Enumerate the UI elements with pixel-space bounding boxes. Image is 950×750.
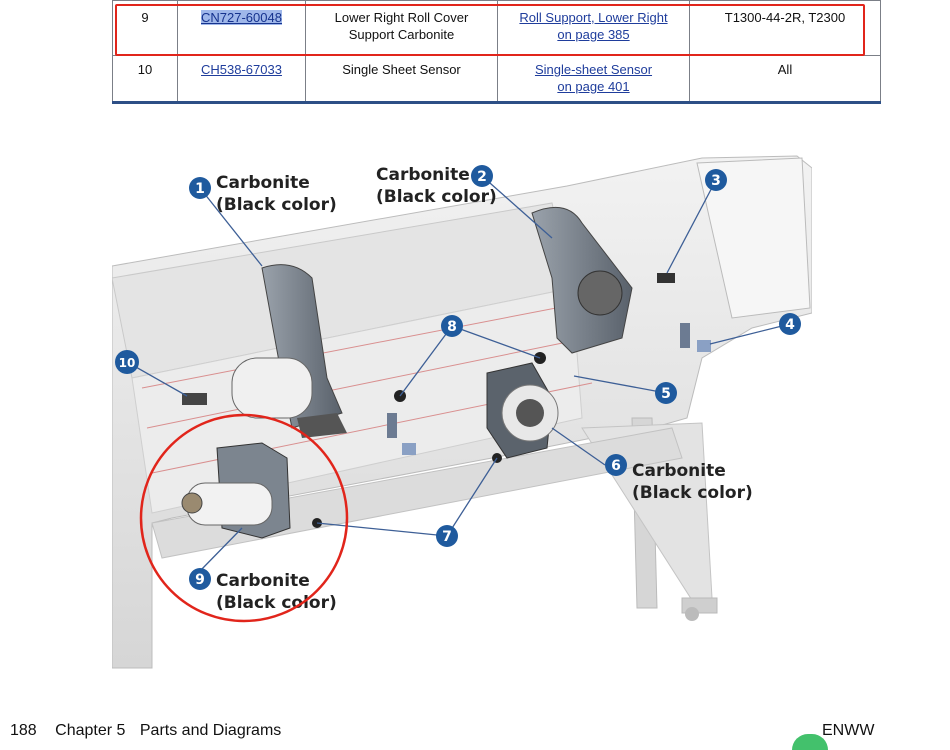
callout-6: 6 (605, 454, 627, 476)
svg-text:10: 10 (119, 356, 136, 370)
part-1-roll-cover-support (231, 264, 347, 438)
svg-text:Carbonite: Carbonite (632, 461, 726, 481)
callout-5: 5 (655, 382, 677, 404)
svg-text:2: 2 (477, 169, 487, 185)
models-cell: All (689, 55, 881, 104)
callout-10: 10 (115, 350, 139, 374)
part-number-cell: CH538-67033 (177, 55, 306, 104)
svg-text:1: 1 (195, 181, 205, 197)
chapter-label: Chapter 5 (55, 722, 126, 739)
label-carbonite-9: Carbonite (Black color) (216, 571, 337, 613)
reference-line: Single-sheet Sensor (534, 62, 653, 77)
reference-link[interactable]: Single-sheet Sensor on page 401 (535, 62, 652, 94)
section-label: Parts and Diagrams (139, 722, 282, 739)
reference-cell: Roll Support, Lower Right on page 385 (497, 0, 690, 56)
models-cell: T1300-44-2R, T2300 (689, 0, 881, 56)
svg-text:5: 5 (661, 386, 671, 402)
svg-text:(Black color): (Black color) (216, 593, 337, 613)
red-circle-annotation (139, 413, 349, 623)
svg-text:4: 4 (785, 317, 795, 333)
description-line: Support Carbonite (348, 27, 455, 42)
svg-text:(Black color): (Black color) (216, 195, 337, 215)
part-number-link[interactable]: CH538-67033 (201, 62, 282, 77)
footer-right-label: ENWW (822, 722, 875, 739)
printer-body (112, 155, 812, 669)
part-2-roll-support (531, 206, 633, 354)
part-number-link[interactable]: CN727-60048 (201, 10, 282, 25)
red-highlight-box (115, 4, 865, 56)
svg-text:6: 6 (611, 458, 621, 474)
svg-text:Carbonite: Carbonite (376, 165, 470, 185)
row-index: 9 (112, 0, 178, 56)
callout-3: 3 (705, 169, 727, 191)
row-index: 10 (112, 55, 178, 104)
svg-text:Carbonite: Carbonite (216, 173, 310, 193)
page-footer: 188 Chapter 5 Parts and Diagrams (10, 722, 281, 740)
reference-line: Roll Support, Lower Right (519, 10, 668, 25)
svg-text:Carbonite: Carbonite (216, 571, 310, 591)
reference-cell: Single-sheet Sensor on page 401 (497, 55, 690, 104)
svg-text:3: 3 (711, 173, 721, 189)
small-parts (182, 273, 711, 528)
reference-line: on page 385 (557, 27, 630, 42)
reference-link[interactable]: Roll Support, Lower Right on page 385 (519, 10, 667, 42)
printer-exploded-diagram: 1 2 3 4 5 6 7 8 9 10 Carbonite (Black co… (112, 155, 812, 669)
svg-text:(Black color): (Black color) (632, 483, 753, 503)
part-6-roll-support (486, 362, 559, 459)
callout-1: 1 (189, 177, 211, 199)
page-number: 188 (10, 722, 37, 739)
label-carbonite-1: Carbonite (Black color) (216, 173, 337, 215)
description-line: Lower Right Roll Cover (334, 10, 469, 25)
callout-9: 9 (189, 568, 211, 590)
callout-7: 7 (436, 525, 458, 547)
callout-2: 2 (471, 165, 493, 187)
svg-text:(Black color): (Black color) (376, 187, 497, 207)
part-9-roll-support-lower-right (181, 442, 291, 539)
reference-line: on page 401 (557, 79, 630, 94)
label-carbonite-2: Carbonite (Black color) (376, 165, 497, 207)
svg-text:8: 8 (447, 319, 457, 335)
callout-4: 4 (779, 313, 801, 335)
svg-text:7: 7 (442, 529, 452, 545)
label-carbonite-6: Carbonite (Black color) (632, 461, 753, 503)
table-row: 10 CH538-67033 Single Sheet Sensor Singl… (112, 55, 881, 104)
callout-8: 8 (441, 315, 463, 337)
svg-text:9: 9 (195, 572, 205, 588)
description-cell: Single Sheet Sensor (305, 55, 498, 104)
